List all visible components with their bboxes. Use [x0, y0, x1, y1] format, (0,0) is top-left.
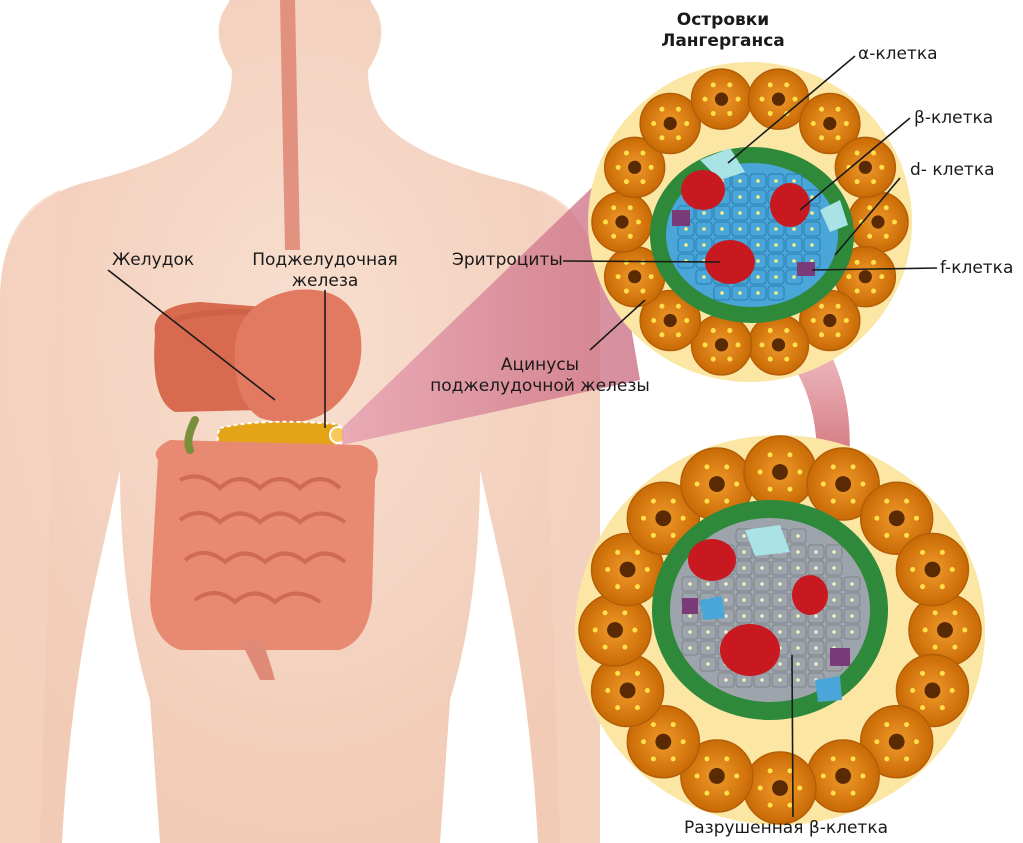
pancreas-label: Поджелудочная железа — [245, 250, 405, 292]
alpha-cell-label: α-клетка — [858, 44, 938, 65]
beta-cell-label: β-клетка — [914, 108, 993, 129]
islet-bottom — [575, 435, 985, 825]
islets-title: Островки Лангерганса — [638, 10, 808, 52]
erythrocytes-label: Эритроциты — [452, 250, 563, 271]
destroyed-beta-cell-label: Разрушенная β-клетка — [684, 818, 888, 839]
f-cell-label: f-клетка — [940, 258, 1013, 279]
acini-label: Ацинусы поджелудочной железы — [420, 355, 660, 397]
islets-title-line1: Островки — [638, 10, 808, 31]
pancreas-label-line2: железа — [245, 271, 405, 292]
stomach-label: Желудок — [112, 250, 194, 271]
acini-label-line1: Ацинусы — [420, 355, 660, 376]
acini-label-line2: поджелудочной железы — [420, 376, 660, 397]
islets-title-line2: Лангерганса — [638, 31, 808, 52]
d-cell-label: d- клетка — [910, 160, 995, 181]
pancreas-label-line1: Поджелудочная — [245, 250, 405, 271]
